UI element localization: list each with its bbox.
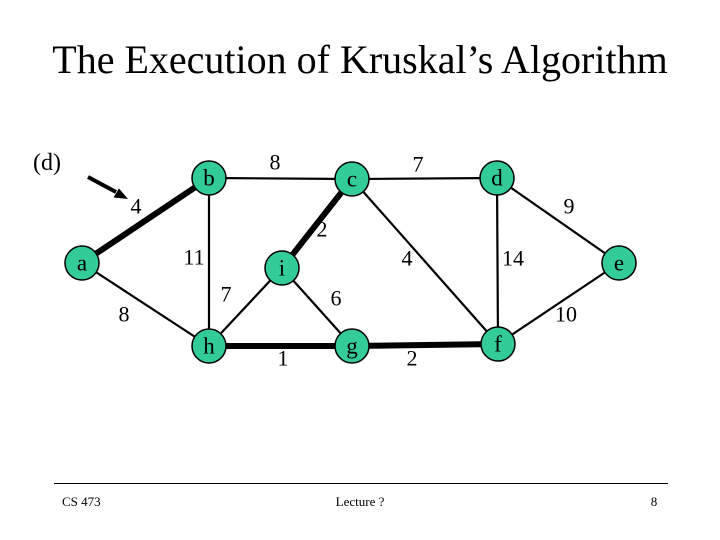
edges xyxy=(80,175,620,349)
node-g-circle xyxy=(334,328,370,364)
weight-c-f: 4 xyxy=(402,246,413,271)
node-e: e xyxy=(601,245,637,281)
step-label: (d) xyxy=(33,150,61,176)
node-g: g xyxy=(334,328,370,364)
edge-c-i xyxy=(279,177,355,270)
pointer-arrow-shaft xyxy=(87,175,117,194)
node-a: a xyxy=(64,245,100,281)
footer-course: CS 473 xyxy=(62,494,101,509)
node-b-label: b xyxy=(203,166,215,191)
node-i-circle xyxy=(264,250,300,286)
weight-c-i: 2 xyxy=(317,217,328,242)
edge-b-c xyxy=(208,176,353,181)
pointer-arrow-icon xyxy=(87,175,128,199)
edge-weights: 4 8 8 11 7 2 4 9 14 10 7 1 6 2 xyxy=(119,150,578,371)
edge-g-f xyxy=(351,341,499,349)
node-h-circle xyxy=(191,328,227,364)
slide-title: The Execution of Kruskal’s Algorithm xyxy=(52,37,668,82)
edge-c-f xyxy=(351,178,499,345)
node-f-circle xyxy=(480,326,516,362)
node-b-circle xyxy=(191,160,227,196)
nodes: a b c d e f g xyxy=(64,160,637,364)
weight-d-f: 14 xyxy=(502,246,524,271)
node-h-label: h xyxy=(203,334,215,359)
node-b: b xyxy=(191,160,227,196)
node-d-circle xyxy=(479,160,515,196)
node-a-circle xyxy=(64,245,100,281)
weight-g-f: 2 xyxy=(407,346,418,371)
node-d-label: d xyxy=(491,166,503,191)
node-c-circle xyxy=(334,161,370,197)
weight-h-i: 7 xyxy=(221,282,232,307)
edge-d-e xyxy=(496,177,620,264)
edge-h-i xyxy=(208,267,283,347)
edge-a-b xyxy=(80,175,211,266)
weight-i-g: 6 xyxy=(331,286,342,311)
node-e-circle xyxy=(601,245,637,281)
weight-c-d: 7 xyxy=(413,152,424,177)
weight-d-e: 9 xyxy=(564,194,575,219)
node-d: d xyxy=(479,160,515,196)
weight-e-f: 10 xyxy=(555,302,577,327)
weight-b-c: 8 xyxy=(270,150,281,175)
node-g-label: g xyxy=(346,334,358,359)
node-i-label: i xyxy=(279,256,285,281)
footer-divider xyxy=(54,483,668,484)
node-h: h xyxy=(191,328,227,364)
edge-e-f xyxy=(497,262,620,345)
pointer-arrow-head xyxy=(113,188,128,199)
node-f: f xyxy=(480,326,516,362)
footer-page-number: 8 xyxy=(650,494,658,509)
node-a-label: a xyxy=(77,251,87,276)
weight-h-g: 1 xyxy=(278,346,289,371)
edge-d-f xyxy=(495,177,500,345)
node-e-label: e xyxy=(614,251,624,276)
node-c-label: c xyxy=(347,167,357,192)
edge-c-d xyxy=(351,176,498,181)
node-i: i xyxy=(264,250,300,286)
node-c: c xyxy=(334,161,370,197)
weight-a-b: 4 xyxy=(131,194,142,219)
weight-a-h: 8 xyxy=(119,302,130,327)
footer-lecture: Lecture ? xyxy=(335,494,385,509)
weight-b-h: 11 xyxy=(183,245,204,270)
node-f-label: f xyxy=(494,332,502,357)
edge-a-h xyxy=(81,262,210,347)
